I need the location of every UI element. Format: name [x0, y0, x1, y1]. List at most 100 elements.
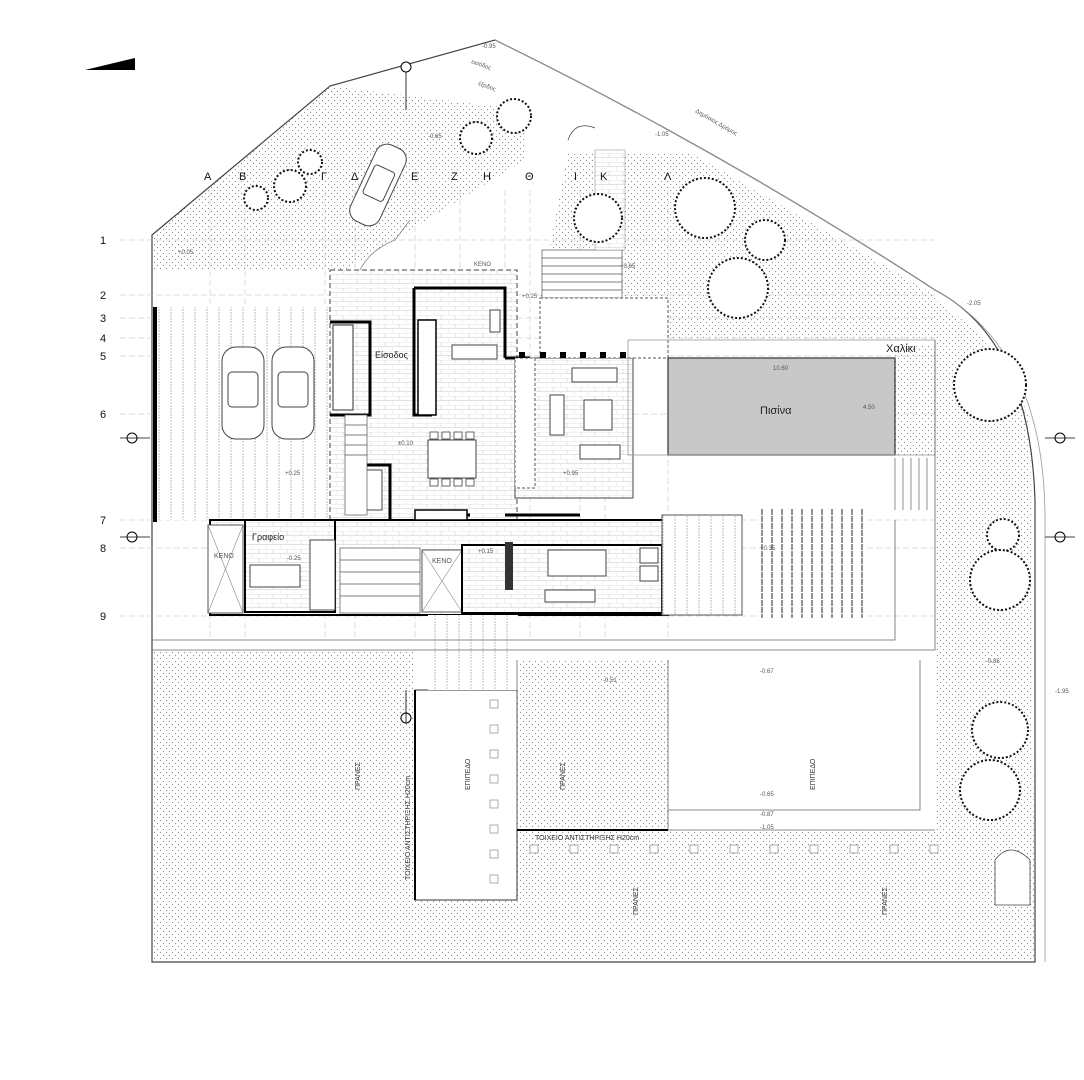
- elevation-marker: -0.51: [603, 678, 617, 684]
- sun-deck: [760, 508, 865, 618]
- kitchen-island: [451, 344, 498, 360]
- slope-label-mid: ΠΡΑΝΕΣ: [560, 761, 567, 790]
- void-strip: [514, 357, 536, 489]
- elevation-marker: +0.25: [522, 294, 538, 300]
- wardrobe: [332, 324, 354, 411]
- access-in-label: εισόδος: [470, 58, 492, 72]
- slope-label-left: ΠΡΑΝΕΣ: [355, 761, 362, 790]
- elevation-marker: -0.95: [482, 44, 496, 50]
- sideboard: [414, 509, 468, 521]
- stepping-stones: [489, 699, 939, 884]
- coffee-table: [583, 399, 613, 431]
- kitchen-counter: [417, 319, 437, 416]
- elevation-marker: -0.65: [760, 792, 774, 798]
- elevation-marker: +0.35: [760, 546, 776, 552]
- dining-chairs: [429, 431, 475, 487]
- stairs: [339, 249, 623, 614]
- elevation-marker: -1.05: [655, 132, 669, 138]
- slope-label-bottom-center: ΠΡΑΝΕΣ: [633, 886, 640, 915]
- elevation-marker: ±0.10: [398, 441, 414, 447]
- grid-number: 8: [100, 543, 106, 555]
- pool-label: Πισίνα: [760, 405, 792, 417]
- grid-letter: Α: [204, 171, 212, 183]
- grid-number: 4: [100, 333, 106, 345]
- entry-gate: [567, 125, 596, 141]
- armchair: [549, 394, 565, 436]
- slope-left-area: [152, 650, 415, 960]
- side-table-2: [639, 565, 659, 582]
- slope-bottom-area: [415, 830, 990, 960]
- elevation-marker: +0.05: [178, 250, 194, 256]
- grid-number: 3: [100, 313, 106, 325]
- gravel-label: Χαλίκι: [886, 343, 916, 355]
- elevation-marker: +0.15: [478, 549, 494, 555]
- sofa-2: [579, 444, 621, 460]
- room-label-entrance: Είσοδος: [375, 350, 409, 360]
- elevation-marker: -2.05: [967, 301, 981, 307]
- grid-number: 2: [100, 290, 106, 302]
- road-edge: [494, 39, 1046, 962]
- dining-table: [427, 439, 477, 479]
- grid-letter: Γ: [321, 171, 327, 183]
- living-sofa: [544, 589, 596, 603]
- front-steps: [428, 615, 518, 690]
- level-mid-area: [414, 689, 518, 901]
- section-marker-icons: [120, 61, 1075, 724]
- road-label: Δημόσιος Δρόμος: [694, 108, 738, 138]
- side-table-1: [639, 547, 659, 564]
- elevation-marker: +0.25: [285, 471, 301, 477]
- elevation-marker: -0.67: [760, 669, 774, 675]
- grid-letter: Κ: [600, 171, 608, 183]
- grid-letter: Ε: [411, 171, 418, 183]
- sink: [489, 309, 501, 333]
- car-driveway: [349, 143, 407, 227]
- grid-number: 5: [100, 351, 106, 363]
- grid-number: 9: [100, 611, 106, 623]
- room-label-office: Γραφείο: [252, 532, 284, 542]
- grid-letter: Ζ: [451, 171, 458, 183]
- columns: [519, 352, 626, 358]
- access-out-label: έξοδος: [477, 80, 497, 93]
- elevation-marker: -1.05: [760, 825, 774, 831]
- garden-top-left: [152, 86, 525, 270]
- elevation-marker: -0.87: [760, 812, 774, 818]
- living-table: [547, 549, 607, 577]
- elevation-marker: -1.95: [1055, 689, 1069, 695]
- grid-number: 6: [100, 409, 106, 421]
- grid-letter: Η: [483, 171, 491, 183]
- office-desk: [249, 564, 301, 588]
- trees: [243, 98, 1031, 821]
- grid-letter-labels: Α Β Γ Δ Ε Ζ Η Θ Ι Κ Λ: [204, 171, 672, 183]
- grid-letter: Θ: [525, 171, 534, 183]
- pool-length: 10.60: [773, 366, 789, 372]
- void-label-top: ΚΕΝΟ: [474, 262, 491, 268]
- level-label-mid: ΕΠΙΠΕΔΟ: [465, 758, 472, 790]
- upper-terrace: [539, 297, 669, 359]
- grid-number: 1: [100, 235, 106, 247]
- grid-letter: Λ: [664, 171, 672, 183]
- side-gate: [994, 849, 1031, 906]
- retaining-wall-label-h: ΤΟΙΧΕΙΟ ΑΝΤΙΣΤΗΡΙΞΗΣ Η20cm: [535, 835, 639, 842]
- elevation-markers: +0.65 +0.05 +0.25 +0.25 ±0.10 +0.95 -0.6…: [178, 44, 1069, 831]
- sofa-1: [571, 367, 618, 383]
- driveway-curve: [359, 219, 411, 271]
- elevation-marker: -0.85: [986, 659, 1000, 665]
- fireplace: [505, 542, 513, 590]
- level-label-right: ΕΠΙΠΕΔΟ: [810, 758, 817, 790]
- pool-steps: [894, 458, 928, 510]
- void-label-left: ΚΕΝΟ: [214, 553, 234, 560]
- slope-label-bottom-right: ΠΡΑΝΕΣ: [882, 886, 889, 915]
- north-arrow-icon: [85, 58, 135, 70]
- elevation-marker: -0.25: [287, 556, 301, 562]
- retaining-wall-label-v: ΤΟΙΧΕΙΟ ΑΝΤΙΣΤΗΡΙΞΗΣ Η20cm: [405, 776, 412, 880]
- elevation-marker: +0.65: [620, 264, 636, 270]
- grid-letter: Ι: [574, 171, 577, 183]
- slope-mid-area: [517, 660, 668, 830]
- elevation-marker: +0.95: [563, 471, 579, 477]
- parked-cars: [221, 346, 315, 440]
- pool-width: 4.50: [863, 405, 875, 411]
- elevation-marker: -0.65: [428, 134, 442, 140]
- grid-number: 7: [100, 515, 106, 527]
- grid-letter: Β: [239, 171, 246, 183]
